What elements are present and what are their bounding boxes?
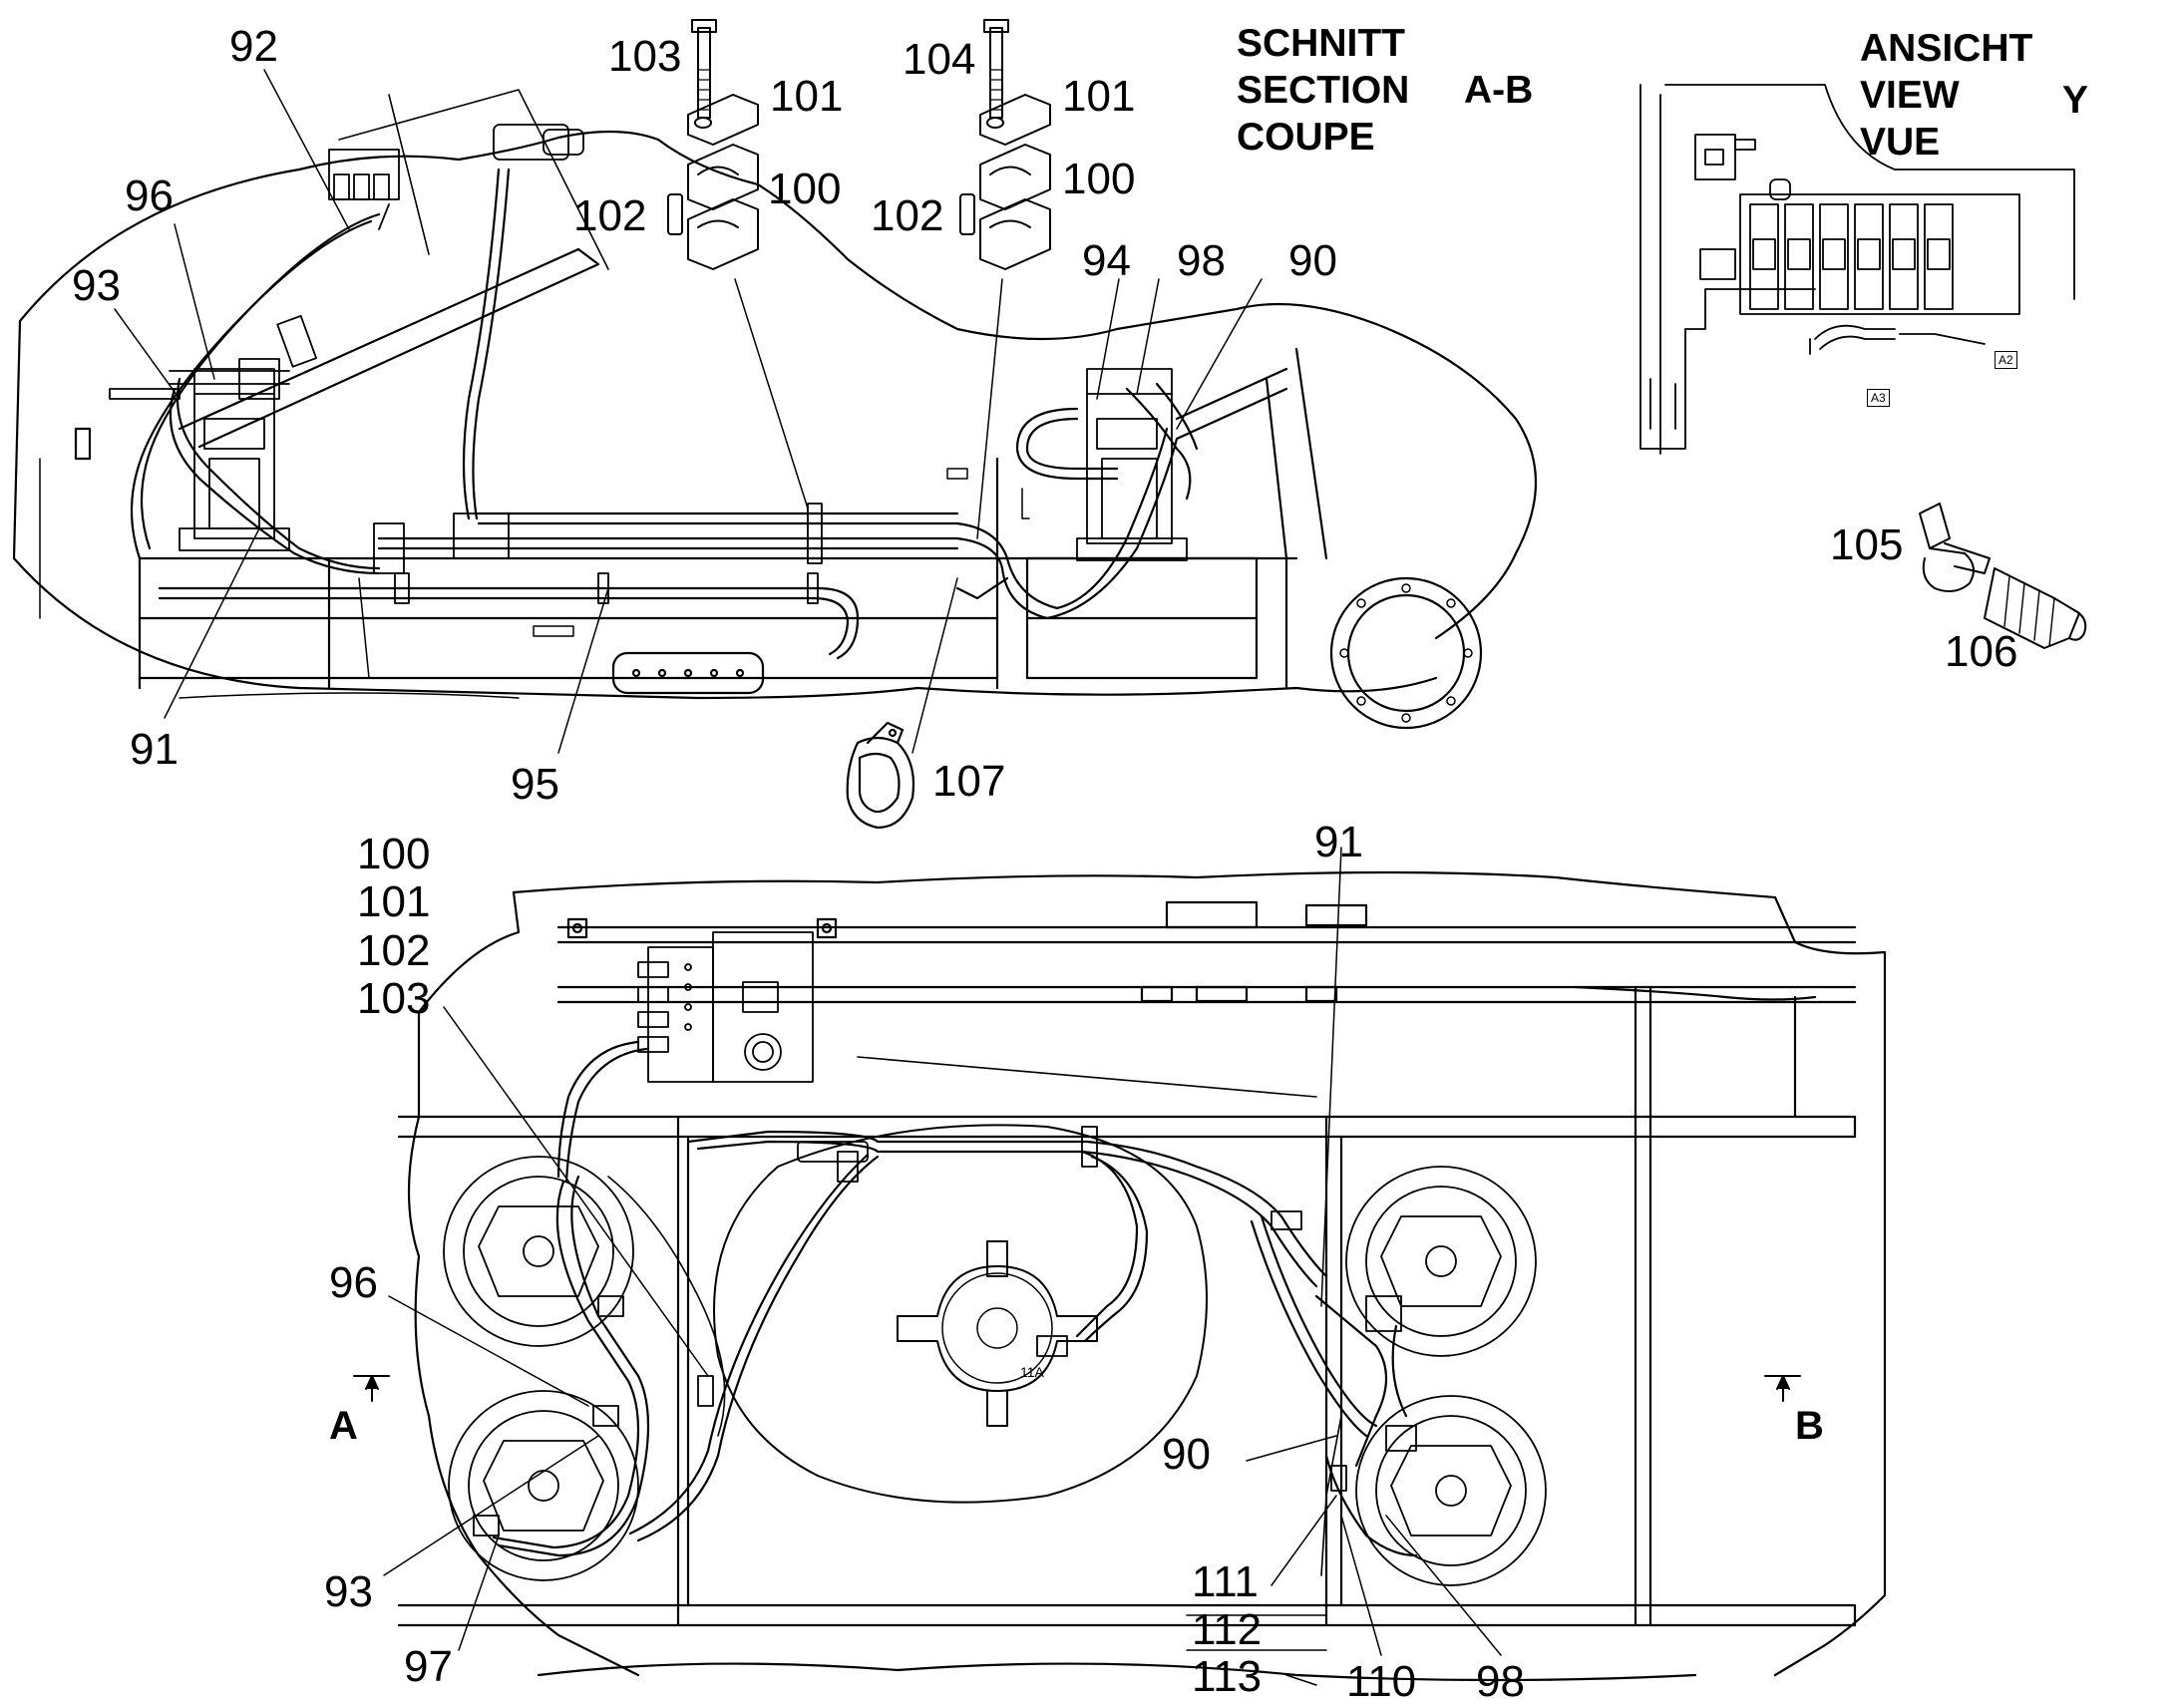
top-left-motor xyxy=(169,358,290,551)
travel-motor-tl xyxy=(443,1156,634,1347)
port-tag-a2: A2 xyxy=(1995,351,2017,369)
callout-96-top: 96 xyxy=(125,171,174,220)
bottom-valve-block xyxy=(637,931,814,1083)
top-valve-block xyxy=(328,124,584,230)
callout-98-top: 98 xyxy=(1177,236,1226,285)
callout-90-top: 90 xyxy=(1288,236,1337,285)
callout-93-top: 93 xyxy=(72,261,121,310)
callout-101b-top: 101 xyxy=(1062,72,1136,121)
callout-101-bottom: 101 xyxy=(357,877,431,926)
section-id: A-B xyxy=(1464,69,1534,112)
callout-92-top: 92 xyxy=(229,22,278,71)
view-id: Y xyxy=(2062,79,2089,122)
section-marker-a: A xyxy=(329,1404,358,1448)
top-hoses xyxy=(130,168,1288,660)
callout-94-top: 94 xyxy=(1082,236,1131,285)
view-y-panel xyxy=(1639,84,2075,455)
callout-91-bottom: 91 xyxy=(1314,818,1363,866)
section-arrows xyxy=(353,1375,1801,1402)
callout-91-top: 91 xyxy=(130,725,179,774)
view-heading: ANSICHT VIEW VUE xyxy=(1860,25,2032,166)
section-marker-b: B xyxy=(1795,1404,1824,1448)
motor-port-label: 11A xyxy=(1020,1364,1044,1380)
section-heading-fr: COUPE xyxy=(1237,116,1375,159)
callout-102b-top: 102 xyxy=(871,191,944,240)
callout-103-bottom: 103 xyxy=(357,974,431,1023)
bottom-body-outline xyxy=(397,870,1887,1682)
clamp-set-left xyxy=(667,19,759,270)
callout-102-bottom: 102 xyxy=(357,926,431,975)
top-fittings xyxy=(109,314,823,604)
callout-97-bottom: 97 xyxy=(404,1642,453,1691)
callout-102a-top: 102 xyxy=(573,191,647,240)
callout-98-bottom: 98 xyxy=(1476,1657,1525,1706)
callout-100b-top: 100 xyxy=(1062,155,1136,203)
travel-motor-tr xyxy=(1345,1166,1537,1357)
section-heading-de: SCHNITT xyxy=(1237,22,1405,65)
section-heading: SCHNITT SECTION COUPE xyxy=(1237,20,1409,161)
callout-90-bottom: 90 xyxy=(1162,1430,1211,1479)
callout-95-top: 95 xyxy=(511,760,559,809)
clip-107 xyxy=(846,721,915,830)
view-heading-fr: VUE xyxy=(1860,121,1941,164)
bottom-fittings xyxy=(473,1126,1417,1537)
clamp-set-right xyxy=(959,19,1051,270)
callout-100-bottom: 100 xyxy=(357,830,431,878)
callout-107-top: 107 xyxy=(932,757,1006,806)
bottom-leaders xyxy=(383,847,1502,1686)
travel-motor-bl xyxy=(448,1390,639,1581)
view-heading-de: ANSICHT xyxy=(1860,27,2033,70)
callout-103-top: 103 xyxy=(608,32,682,81)
travel-motor-br xyxy=(1355,1395,1547,1586)
port-tag-a3: A3 xyxy=(1867,389,1890,407)
top-leaders xyxy=(114,69,1263,754)
central-ring xyxy=(713,1124,1208,1504)
callout-93-bottom: 93 xyxy=(324,1567,373,1616)
callout-96-bottom: 96 xyxy=(329,1258,378,1307)
callout-113-bottom: 113 xyxy=(1192,1652,1263,1701)
part-105-106 xyxy=(1919,503,2087,649)
section-heading-en: SECTION xyxy=(1237,69,1410,112)
callout-105: 105 xyxy=(1830,520,1904,569)
view-heading-en: VIEW xyxy=(1860,74,1960,117)
callout-104-top: 104 xyxy=(903,35,976,84)
callout-110-bottom: 110 xyxy=(1346,1657,1417,1706)
bottom-hoses xyxy=(492,1040,1418,1576)
callout-106: 106 xyxy=(1945,627,2018,676)
callout-112-bottom: 112 xyxy=(1192,1605,1263,1654)
callout-100a-top: 100 xyxy=(768,165,842,213)
callout-101a-top: 101 xyxy=(770,72,844,121)
callout-111-bottom: 111 xyxy=(1192,1557,1259,1606)
